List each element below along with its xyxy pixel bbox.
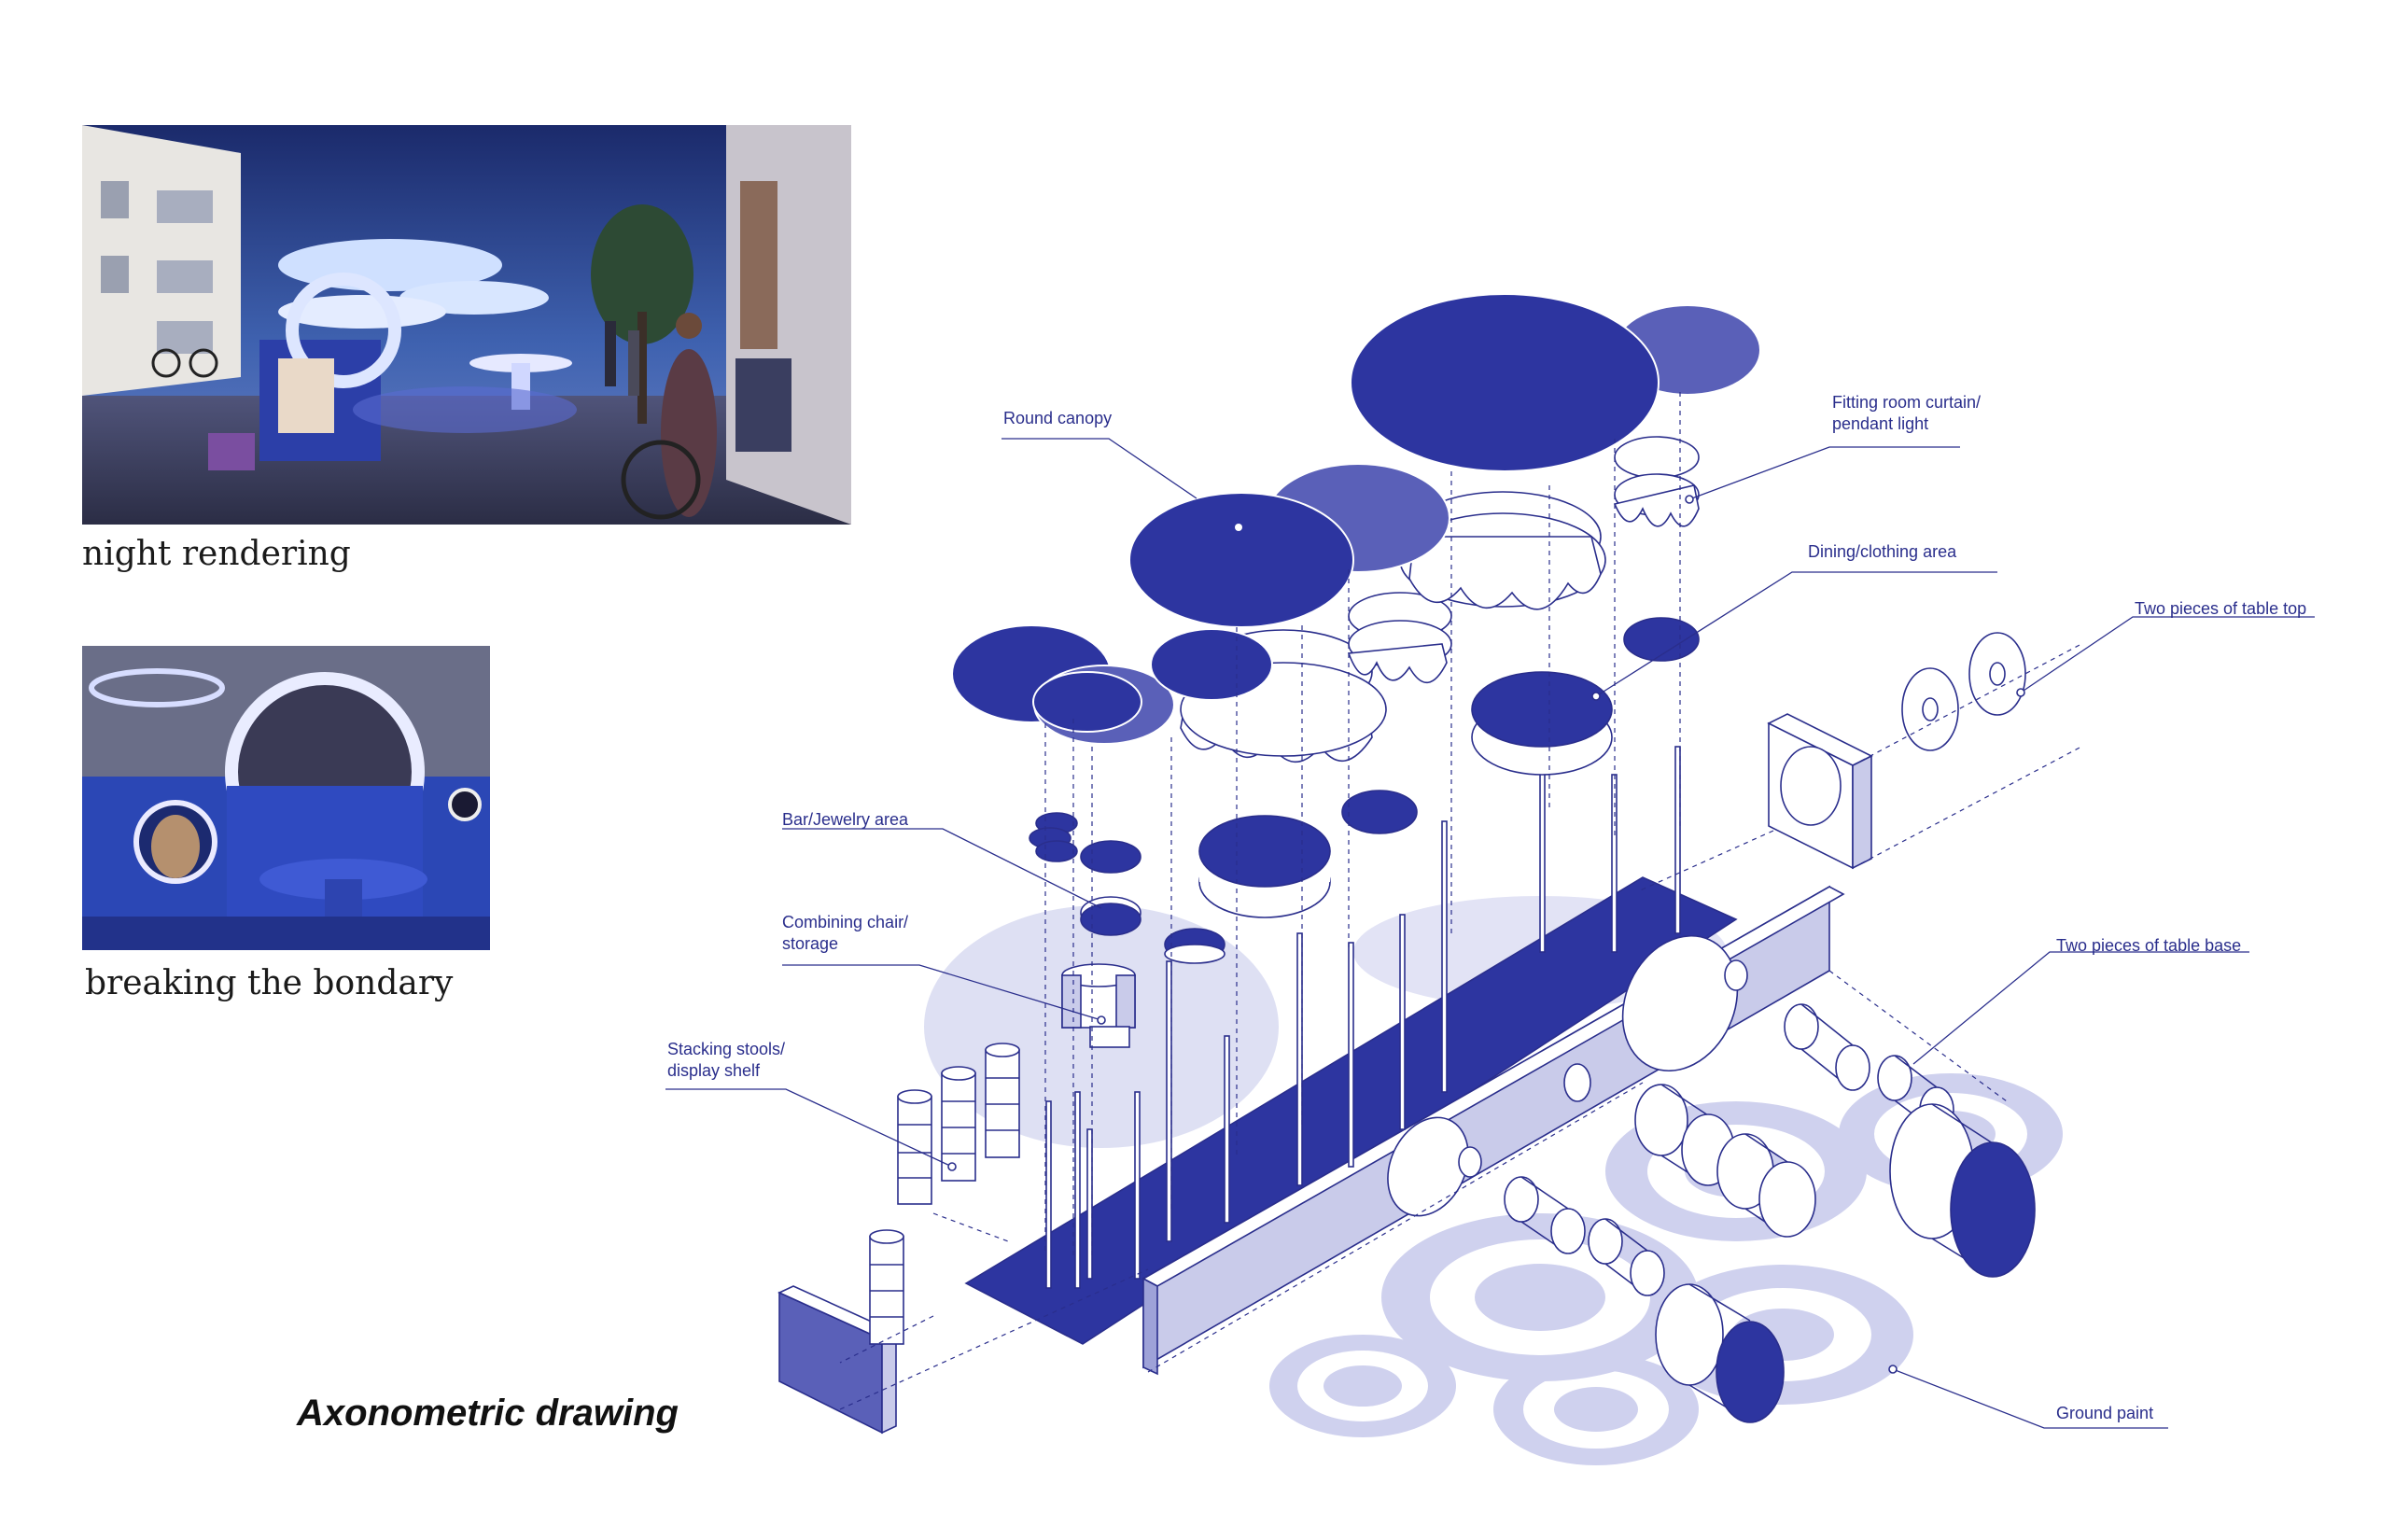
table-top-disc-1 [1901,667,1959,751]
drawing-title: Axonometric drawing [297,1393,679,1434]
table-base-drum [1950,1141,2036,1278]
leader-lines [665,438,2315,1429]
breaking-boundary-caption: breaking the bondary [85,964,454,1002]
label-table-top: Two pieces of table top [2135,599,2307,618]
label-combining-chair: Combining chair/ storage [782,913,909,953]
table-top-disc-2 [1968,632,2026,716]
label-round-canopy: Round canopy [1003,409,1113,427]
support-posts [1045,746,1681,1289]
label-table-base: Two pieces of table base [2056,936,2242,955]
curtain-rings [1180,436,1700,763]
label-bar: Bar/Jewelry area [782,810,909,829]
stacking-stools [869,1043,1020,1345]
round-canopy-main [1128,492,1354,628]
fitting-room-curtain [1614,436,1700,479]
night-rendering-image [82,125,851,525]
breaking-boundary-image [82,646,490,950]
label-dining: Dining/clothing area [1808,542,1957,561]
label-stacking-stools: Stacking stools/ display shelf [667,1040,786,1080]
round-canopies [951,293,1761,745]
wall-opening-large [1621,934,1739,1072]
combining-chair [1061,963,1136,1048]
table-base-cylinders [1504,1003,2036,1423]
label-ground-paint: Ground paint [2056,1404,2154,1422]
label-fitting-room: Fitting room curtain/ pendant light [1832,393,1982,433]
night-rendering-caption: night rendering [82,535,351,573]
